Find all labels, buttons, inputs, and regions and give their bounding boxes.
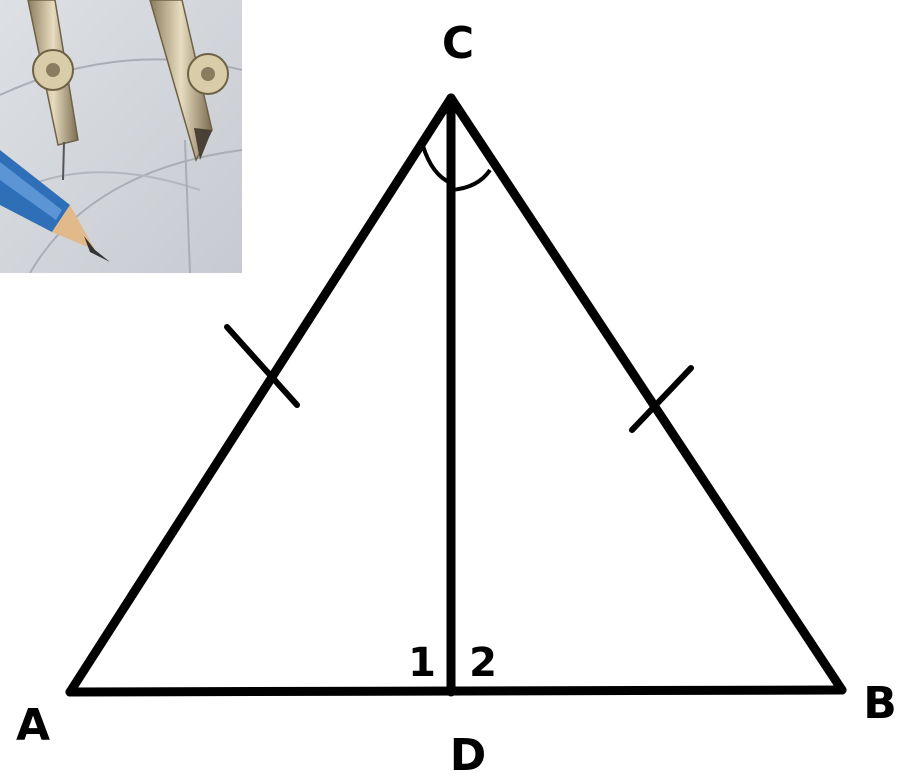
triangle-sides bbox=[65, 93, 847, 697]
vertex-label-d: D bbox=[450, 730, 487, 781]
side-ab bbox=[65, 685, 847, 697]
angle-arc-acd bbox=[421, 145, 452, 185]
angle-label-1: 1 bbox=[408, 640, 436, 686]
vertex-label-c: C bbox=[442, 18, 474, 69]
compass-and-pencil-photo bbox=[0, 0, 242, 273]
tick-mark-bc bbox=[629, 365, 694, 433]
tick-mark-ac bbox=[224, 324, 300, 408]
side-bc bbox=[446, 93, 847, 695]
vertex-label-b: B bbox=[863, 678, 897, 729]
angle-label-2: 2 bbox=[469, 640, 497, 686]
angle-arc-bcd bbox=[450, 168, 492, 192]
vertex-label-a: A bbox=[16, 700, 50, 751]
side-ac bbox=[65, 93, 456, 697]
